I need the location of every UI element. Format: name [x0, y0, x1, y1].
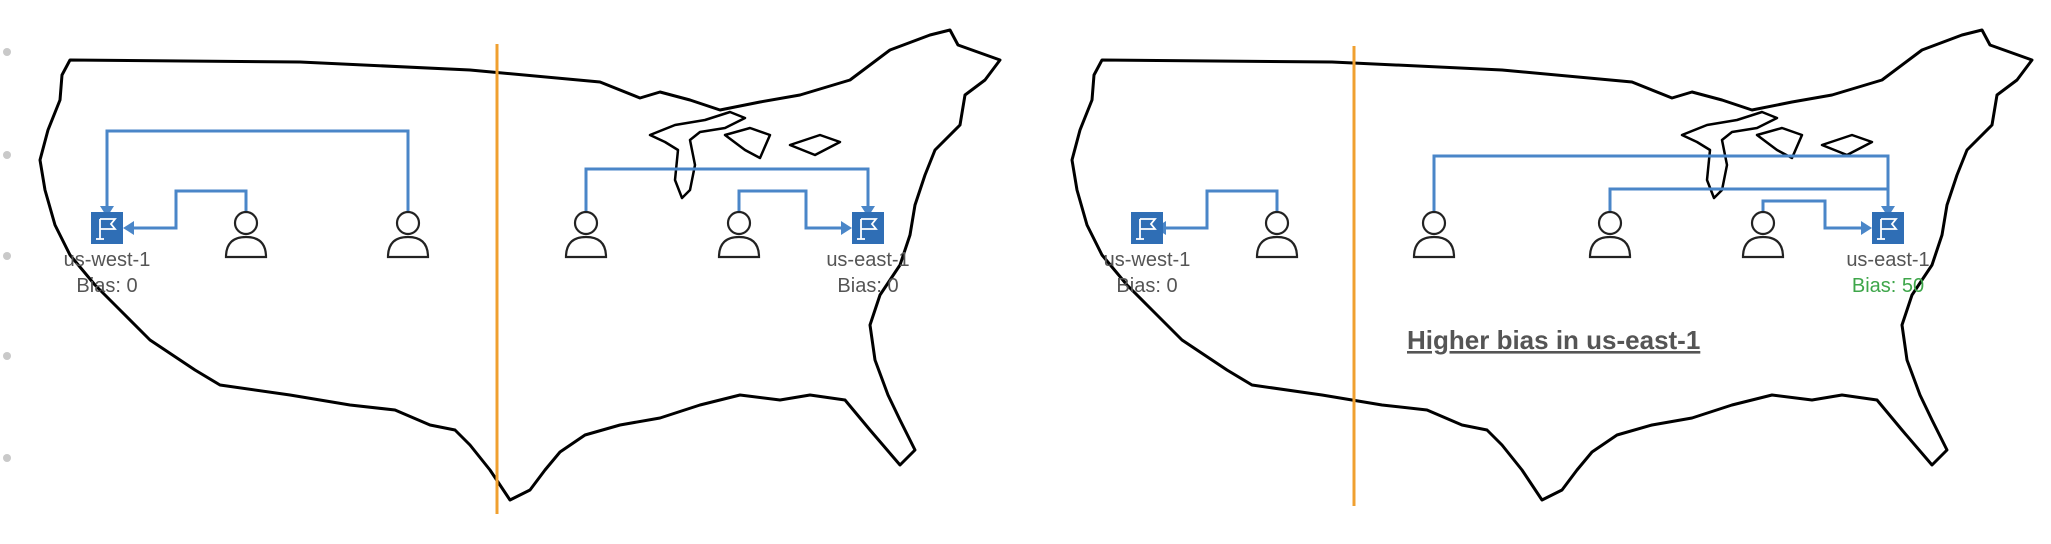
- caption-title: Higher bias in us-east-1: [1407, 325, 1700, 355]
- arrowhead: [841, 221, 852, 235]
- edge-dot: [3, 48, 11, 56]
- region-bias-label: Bias: 0: [76, 275, 137, 297]
- arrowhead: [1861, 221, 1872, 235]
- edge-dot: [3, 252, 11, 260]
- route-line: [1164, 189, 1279, 230]
- arrowhead: [100, 206, 114, 217]
- arrowhead: [123, 221, 134, 235]
- arrowhead: [1881, 206, 1895, 217]
- region-bias-label: Bias: 0: [1116, 275, 1177, 297]
- route-line: [105, 129, 410, 218]
- route-line: [584, 167, 870, 218]
- flag-icon: [851, 211, 885, 245]
- edge-dot: [3, 151, 11, 159]
- route-line: [737, 189, 843, 230]
- route-line: [1608, 187, 1888, 218]
- region-name-label: us-east-1: [826, 249, 909, 271]
- panel-equal-bias: us-west-1 Bias: 0 us-east-1 Bias: 0: [38, 28, 1002, 514]
- route-line: [1761, 199, 1863, 230]
- edge-dot: [3, 454, 11, 462]
- region-name-label: us-west-1: [1104, 249, 1191, 271]
- route-line: [1432, 154, 1890, 218]
- region-name-label: us-east-1: [1846, 249, 1929, 271]
- panel-higher-bias: us-west-1 Bias: 0 us-east-1 Bias: 50 Hig…: [1070, 28, 2034, 506]
- flag-icon: [90, 211, 124, 245]
- route-line: [132, 189, 248, 230]
- region-name-label: us-west-1: [64, 249, 151, 271]
- flag-icon: [1871, 211, 1905, 245]
- region-bias-label: Bias: 0: [837, 275, 898, 297]
- edge-dot: [3, 352, 11, 360]
- arrowhead: [861, 206, 875, 217]
- region-bias-label-highlighted: Bias: 50: [1852, 275, 1924, 297]
- flag-icon: [1130, 211, 1164, 245]
